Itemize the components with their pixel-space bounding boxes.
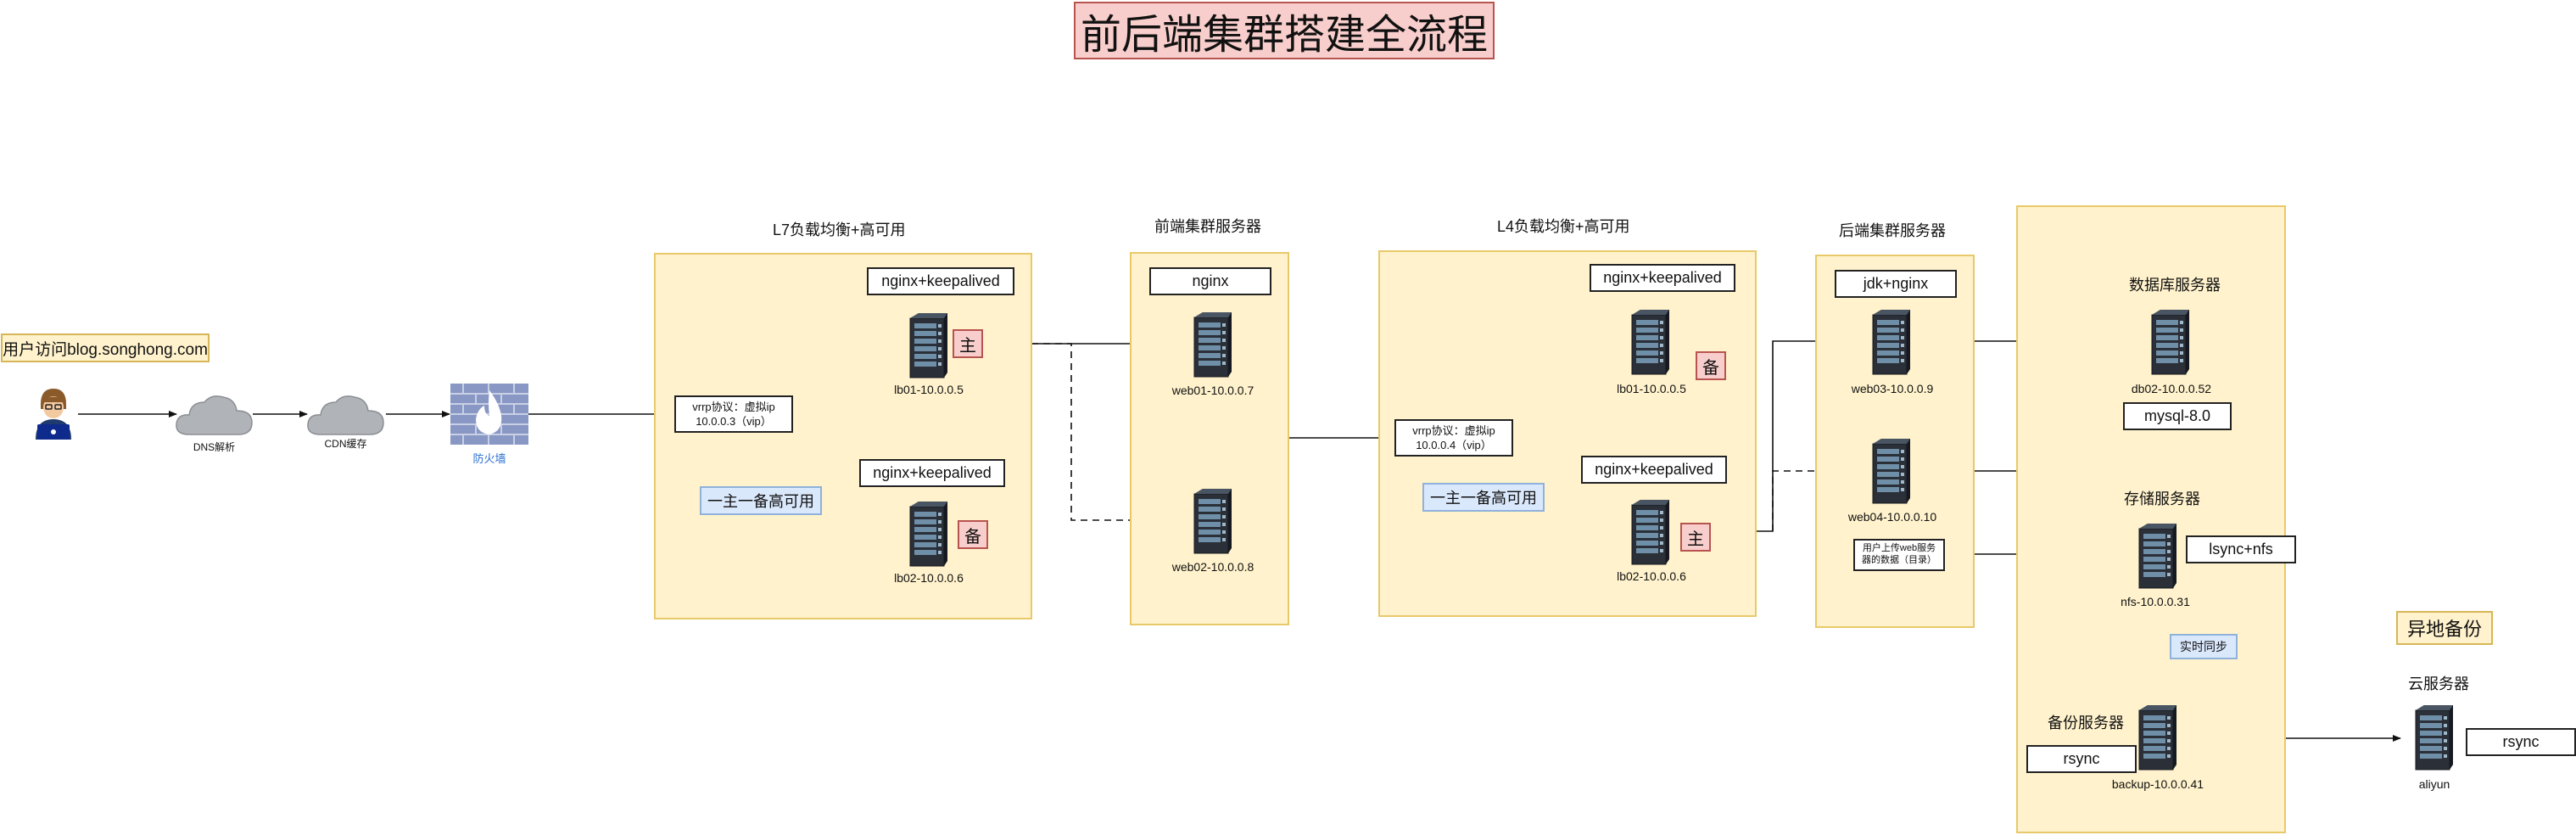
l4-lb01-role: 备 — [1696, 351, 1726, 380]
user-access-label: 用户访问blog.songhong.com — [1, 333, 210, 362]
l7-lb01-software: nginx+keepalived — [867, 267, 1014, 295]
cdn-label: CDN缓存 — [324, 438, 367, 450]
remote-backup-tag: 异地备份 — [2396, 611, 2493, 645]
nfs-software: lsync+nfs — [2186, 535, 2296, 563]
web01-server-icon — [1191, 311, 1233, 378]
frontend-software: nginx — [1149, 267, 1271, 295]
nfs-server-icon — [2136, 522, 2178, 590]
l4-lb02-role: 主 — [1680, 523, 1711, 552]
l4-vrrp-box: vrrp协议：虚拟ip 10.0.0.4（vip） — [1394, 419, 1513, 457]
backup-label: backup-10.0.0.41 — [2111, 777, 2204, 791]
l4-ha-label: 一主一备高可用 — [1422, 483, 1545, 512]
db-software: mysql-8.0 — [2123, 402, 2232, 430]
web02-label: web02-10.0.0.8 — [1171, 560, 1254, 574]
l7-ha-label: 一主一备高可用 — [700, 486, 822, 515]
web02-server-icon — [1191, 487, 1233, 555]
l4-vrrp-line1: vrrp协议：虚拟ip — [1412, 424, 1495, 437]
aliyun-label: aliyun — [2418, 777, 2450, 791]
firewall-icon — [450, 384, 528, 445]
l7-vrrp-box: vrrp协议：虚拟ip 10.0.0.3（vip） — [674, 395, 793, 433]
web03-server-icon — [1869, 308, 1912, 376]
l4-lb01-software: nginx+keepalived — [1590, 264, 1735, 292]
dns-label: DNS解析 — [193, 441, 236, 453]
l7-lb02-software: nginx+keepalived — [859, 459, 1005, 487]
web04-label: web04-10.0.0.10 — [1847, 510, 1937, 524]
backup-header: 备份服务器 — [2048, 715, 2124, 731]
page-title: 前后端集群搭建全流程 — [1074, 2, 1495, 59]
backend-header: 后端集群服务器 — [1839, 222, 1946, 239]
dns-cloud-icon — [174, 392, 254, 436]
upload-note: 用户上传web服务 器的数据（目录） — [1853, 539, 1945, 571]
web03-label: web03-10.0.0.9 — [1851, 382, 1934, 395]
l4-header: L4负载均衡+高可用 — [1497, 218, 1630, 235]
user-icon — [32, 387, 75, 440]
l7-lb02-label: lb02-10.0.0.6 — [894, 571, 964, 585]
l4-lb02-label: lb02-10.0.0.6 — [1617, 569, 1686, 583]
backup-server-icon — [2136, 703, 2178, 771]
web01-label: web01-10.0.0.7 — [1171, 384, 1254, 397]
aliyun-software: rsync — [2466, 728, 2576, 756]
backup-software: rsync — [2026, 745, 2137, 773]
l7-lb02-role: 备 — [958, 520, 988, 549]
l7-vrrp-line2: 10.0.0.3（vip） — [696, 415, 772, 428]
l7-header: L7负载均衡+高可用 — [773, 221, 906, 238]
db-header: 数据库服务器 — [2129, 277, 2221, 294]
web04-server-icon — [1869, 437, 1912, 505]
db-label: db02-10.0.0.52 — [2131, 382, 2212, 395]
cloud-server-header: 云服务器 — [2408, 675, 2469, 692]
cdn-cloud-icon — [305, 392, 386, 436]
l7-zone — [654, 253, 1032, 619]
sync-label: 实时同步 — [2170, 634, 2238, 659]
l4-lb02-server-icon — [1629, 498, 1671, 566]
l7-lb02-server-icon — [907, 500, 949, 568]
l4-vrrp-line2: 10.0.0.4（vip） — [1416, 439, 1492, 451]
l4-lb02-software: nginx+keepalived — [1581, 456, 1727, 484]
nfs-header: 存储服务器 — [2124, 490, 2200, 507]
db-server-icon — [2149, 308, 2191, 376]
nfs-label: nfs-10.0.0.31 — [2121, 595, 2190, 608]
l7-vrrp-line1: vrrp协议：虚拟ip — [692, 401, 775, 413]
l4-lb01-server-icon — [1629, 308, 1671, 376]
frontend-header: 前端集群服务器 — [1154, 218, 1261, 235]
backend-software: jdk+nginx — [1835, 270, 1957, 298]
aliyun-server-icon — [2412, 703, 2455, 771]
firewall-label: 防火墙 — [472, 452, 506, 465]
l7-lb01-role: 主 — [953, 329, 983, 358]
upload-note-line2: 器的数据（目录） — [1862, 555, 1936, 565]
storage-zone — [2016, 205, 2286, 833]
l7-lb01-label: lb01-10.0.0.5 — [894, 383, 964, 396]
l4-lb01-label: lb01-10.0.0.5 — [1617, 382, 1686, 395]
l7-lb01-server-icon — [907, 311, 949, 379]
upload-note-line1: 用户上传web服务 — [1862, 543, 1936, 553]
